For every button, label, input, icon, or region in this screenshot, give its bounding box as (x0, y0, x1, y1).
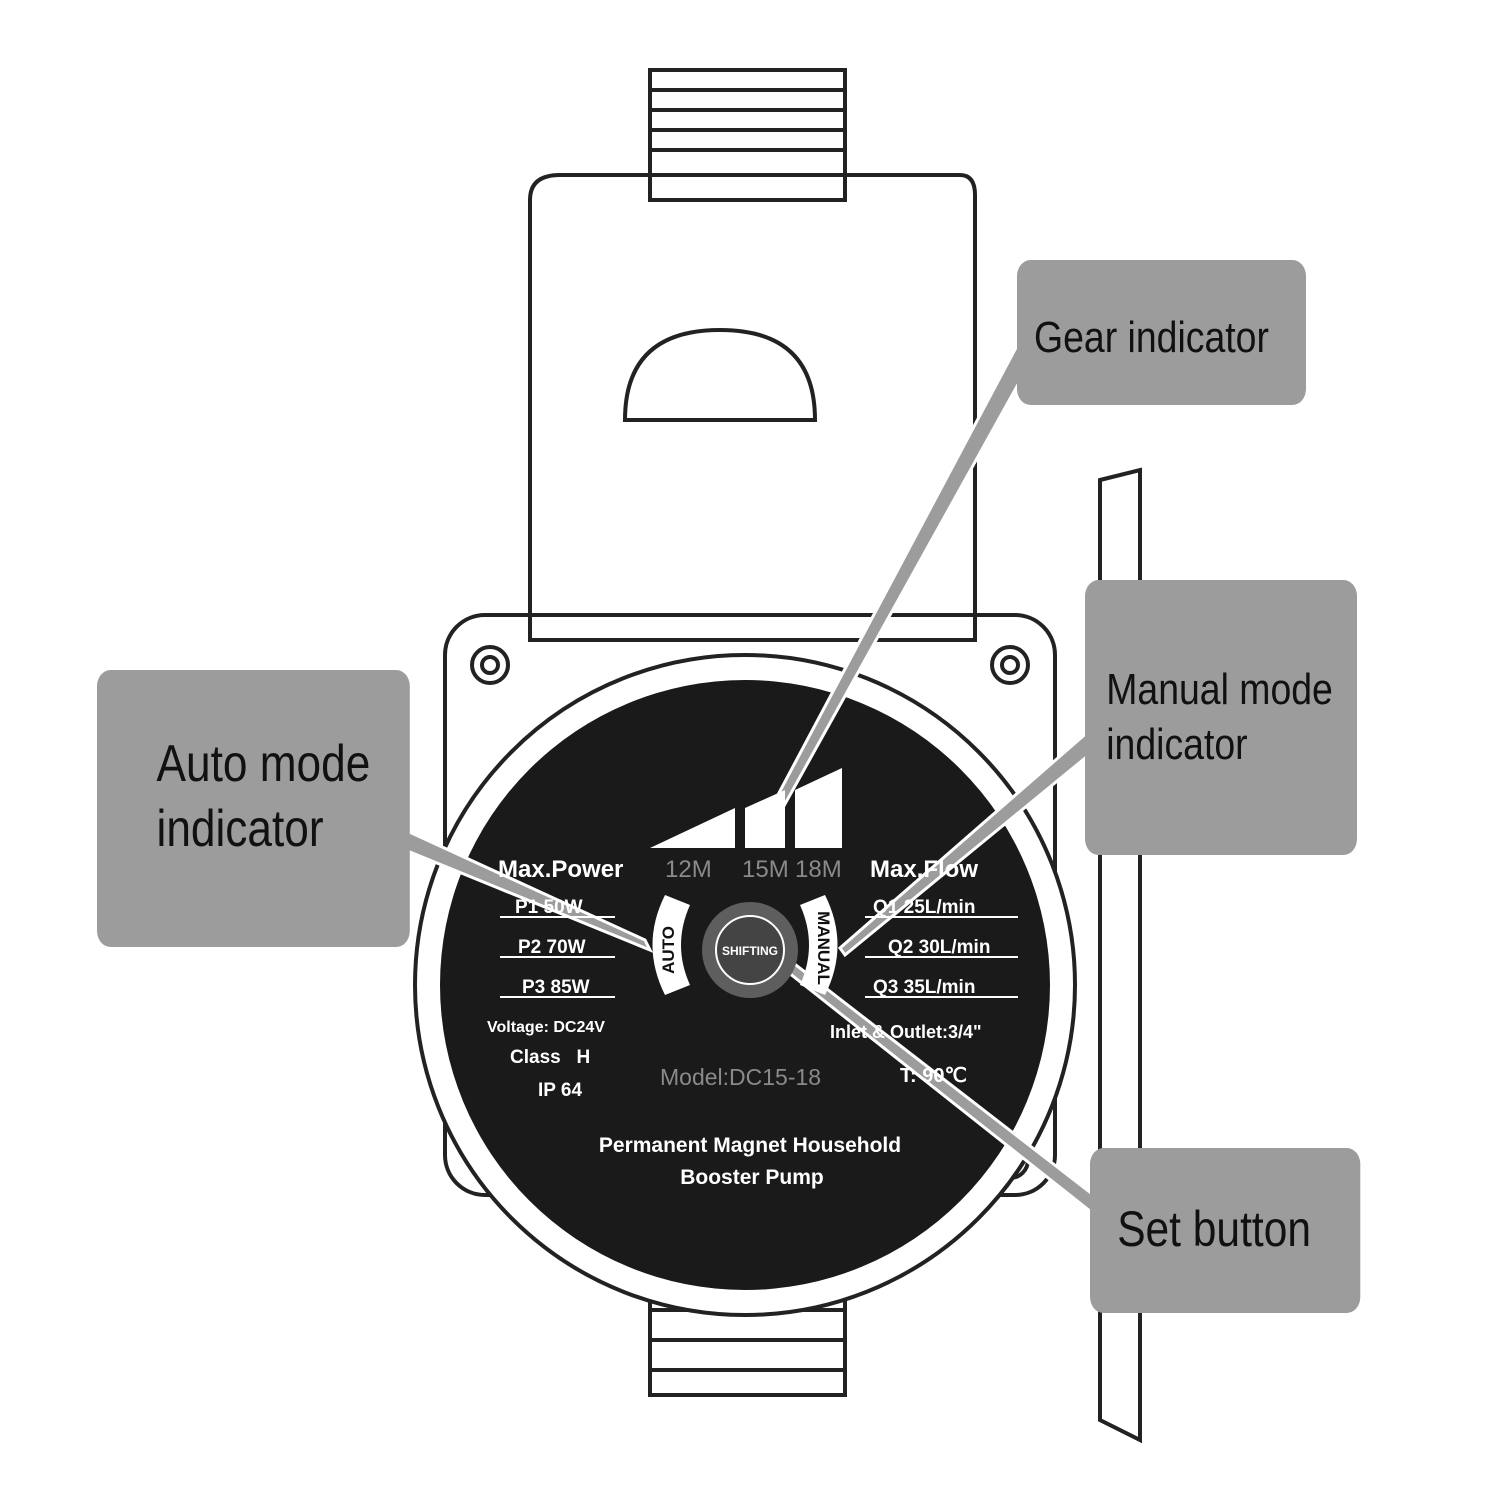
side-bracket (1098, 467, 1142, 1444)
callout-text: Gear indicator (1034, 313, 1269, 362)
callout-text: indicator (1106, 720, 1248, 769)
temp-text: T: 90℃ (900, 1065, 967, 1087)
flow-row: Q1 25L/min (873, 897, 975, 918)
set-button-callout: Set button (1090, 1148, 1361, 1313)
manual-label: MANUAL (814, 911, 833, 985)
callout-text: Set button (1117, 1201, 1311, 1257)
callout-text: indicator (156, 800, 324, 858)
voltage-text: Voltage: DC24V (487, 1019, 605, 1036)
class-text: Class H (510, 1047, 590, 1068)
gear-bar-3 (795, 768, 842, 848)
window (622, 327, 818, 422)
auto-label: AUTO (659, 926, 678, 974)
gear-label: 12M (665, 856, 712, 883)
flow-row: Q3 35L/min (873, 977, 975, 998)
callout-text: Auto mode (156, 735, 371, 793)
set-button-label: SHIFTING (722, 944, 778, 958)
set-button[interactable] (715, 915, 785, 985)
callout-text: Manual mode (1106, 665, 1333, 714)
product-line: Permanent Magnet Household (599, 1134, 901, 1157)
power-row: P3 85W (522, 977, 590, 998)
gear-label: 15M (742, 856, 789, 883)
max-flow-label: Max.Flow (870, 856, 978, 883)
auto-indicator (652, 895, 690, 995)
top-thread (648, 68, 847, 202)
manual-indicator (800, 895, 838, 995)
gear-indicator-callout: Gear indicator (1017, 260, 1306, 405)
manual-mode-callout: Manual mode indicator (1085, 580, 1357, 855)
gear-bar-1 (650, 808, 735, 848)
ip-text: IP 64 (538, 1080, 582, 1101)
power-row: P1 50W (515, 897, 583, 918)
inlet-text: Inlet & Outlet:3/4" (830, 1022, 982, 1042)
gear-bar-2 (745, 790, 785, 848)
max-power-label: Max.Power (498, 856, 623, 883)
gear-label: 18M (795, 856, 842, 883)
auto-mode-callout: Auto mode indicator (97, 670, 410, 947)
power-row: P2 70W (518, 937, 586, 958)
product-line: Booster Pump (680, 1166, 824, 1189)
control-box (528, 173, 977, 642)
flow-row: Q2 30L/min (888, 937, 990, 958)
model-text: Model:DC15-18 (660, 1064, 821, 1090)
